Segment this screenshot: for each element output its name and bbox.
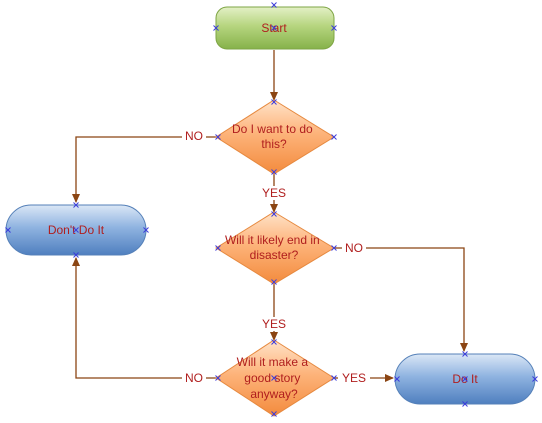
connection-point-handle[interactable] [394, 376, 400, 382]
connection-point-handle[interactable] [462, 351, 468, 357]
decision-disaster-label: Will it likely end in disaster? [225, 233, 323, 262]
connection-point-handle[interactable] [73, 202, 79, 208]
decision-story-line-3: anyway? [250, 387, 298, 401]
connection-point-handle[interactable] [462, 376, 468, 382]
connection-point-handle[interactable] [271, 169, 277, 175]
connection-point-handle[interactable] [143, 227, 149, 233]
edge-label-disaster-no: NO [345, 241, 363, 255]
connection-point-handle[interactable] [331, 25, 337, 31]
decision-disaster-line-1: Will it likely end in [225, 233, 320, 247]
connection-point-handle[interactable] [215, 375, 221, 381]
connectors [72, 50, 468, 382]
decision-want-line-2: this? [261, 137, 287, 151]
decision-story-label: Will it make a good story anyway? [237, 355, 312, 401]
decision-want[interactable]: Do I want to do this? [215, 99, 335, 175]
edge-label-story-yes: YES [342, 371, 366, 385]
decision-disaster[interactable]: Will it likely end in disaster? [215, 211, 335, 285]
edge-want-no-to-dont[interactable] [72, 136, 216, 203]
edge-label-disaster-yes: YES [262, 317, 286, 331]
connection-point-handle[interactable] [215, 134, 221, 140]
connection-point-handle[interactable] [73, 227, 79, 233]
connection-point-handle[interactable] [532, 376, 538, 382]
edge-label-story-no: NO [185, 371, 203, 385]
connection-point-handle[interactable] [5, 227, 11, 233]
connection-point-handle[interactable] [271, 375, 277, 381]
connection-point-handle[interactable] [215, 245, 221, 251]
decision-want-line-1: Do I want to do [232, 122, 313, 136]
connection-point-handle[interactable] [271, 339, 277, 345]
edge-label-want-no: NO [185, 129, 203, 143]
connection-point-handle[interactable] [462, 401, 468, 407]
edge-labels: NO YES NO YES NO YES [182, 129, 370, 385]
connection-point-handle[interactable] [271, 279, 277, 285]
decision-want-label: Do I want to do this? [232, 122, 316, 151]
connection-point-handle[interactable] [73, 252, 79, 258]
connection-point-handle[interactable] [331, 245, 337, 251]
connection-point-handle[interactable] [271, 2, 277, 8]
start-node[interactable]: Start [215, 6, 335, 50]
connection-point-handle[interactable] [331, 134, 337, 140]
connection-point-handle[interactable] [331, 375, 337, 381]
edge-disaster-no-to-doit[interactable] [334, 247, 468, 352]
decision-disaster-line-2: disaster? [250, 248, 299, 262]
connection-point-handle[interactable] [271, 411, 277, 417]
connection-point-handle[interactable] [271, 99, 277, 105]
decision-story-line-2: good story [244, 371, 300, 385]
edge-label-want-yes: YES [262, 186, 286, 200]
connection-point-handle[interactable] [271, 25, 277, 31]
connection-points [5, 2, 538, 417]
connection-point-handle[interactable] [213, 25, 219, 31]
decision-story-line-1: Will it make a [237, 355, 309, 369]
connection-point-handle[interactable] [271, 211, 277, 217]
edge-story-no-to-dont[interactable] [72, 257, 216, 379]
decision-story[interactable]: Will it make a good story anyway? [215, 339, 335, 417]
